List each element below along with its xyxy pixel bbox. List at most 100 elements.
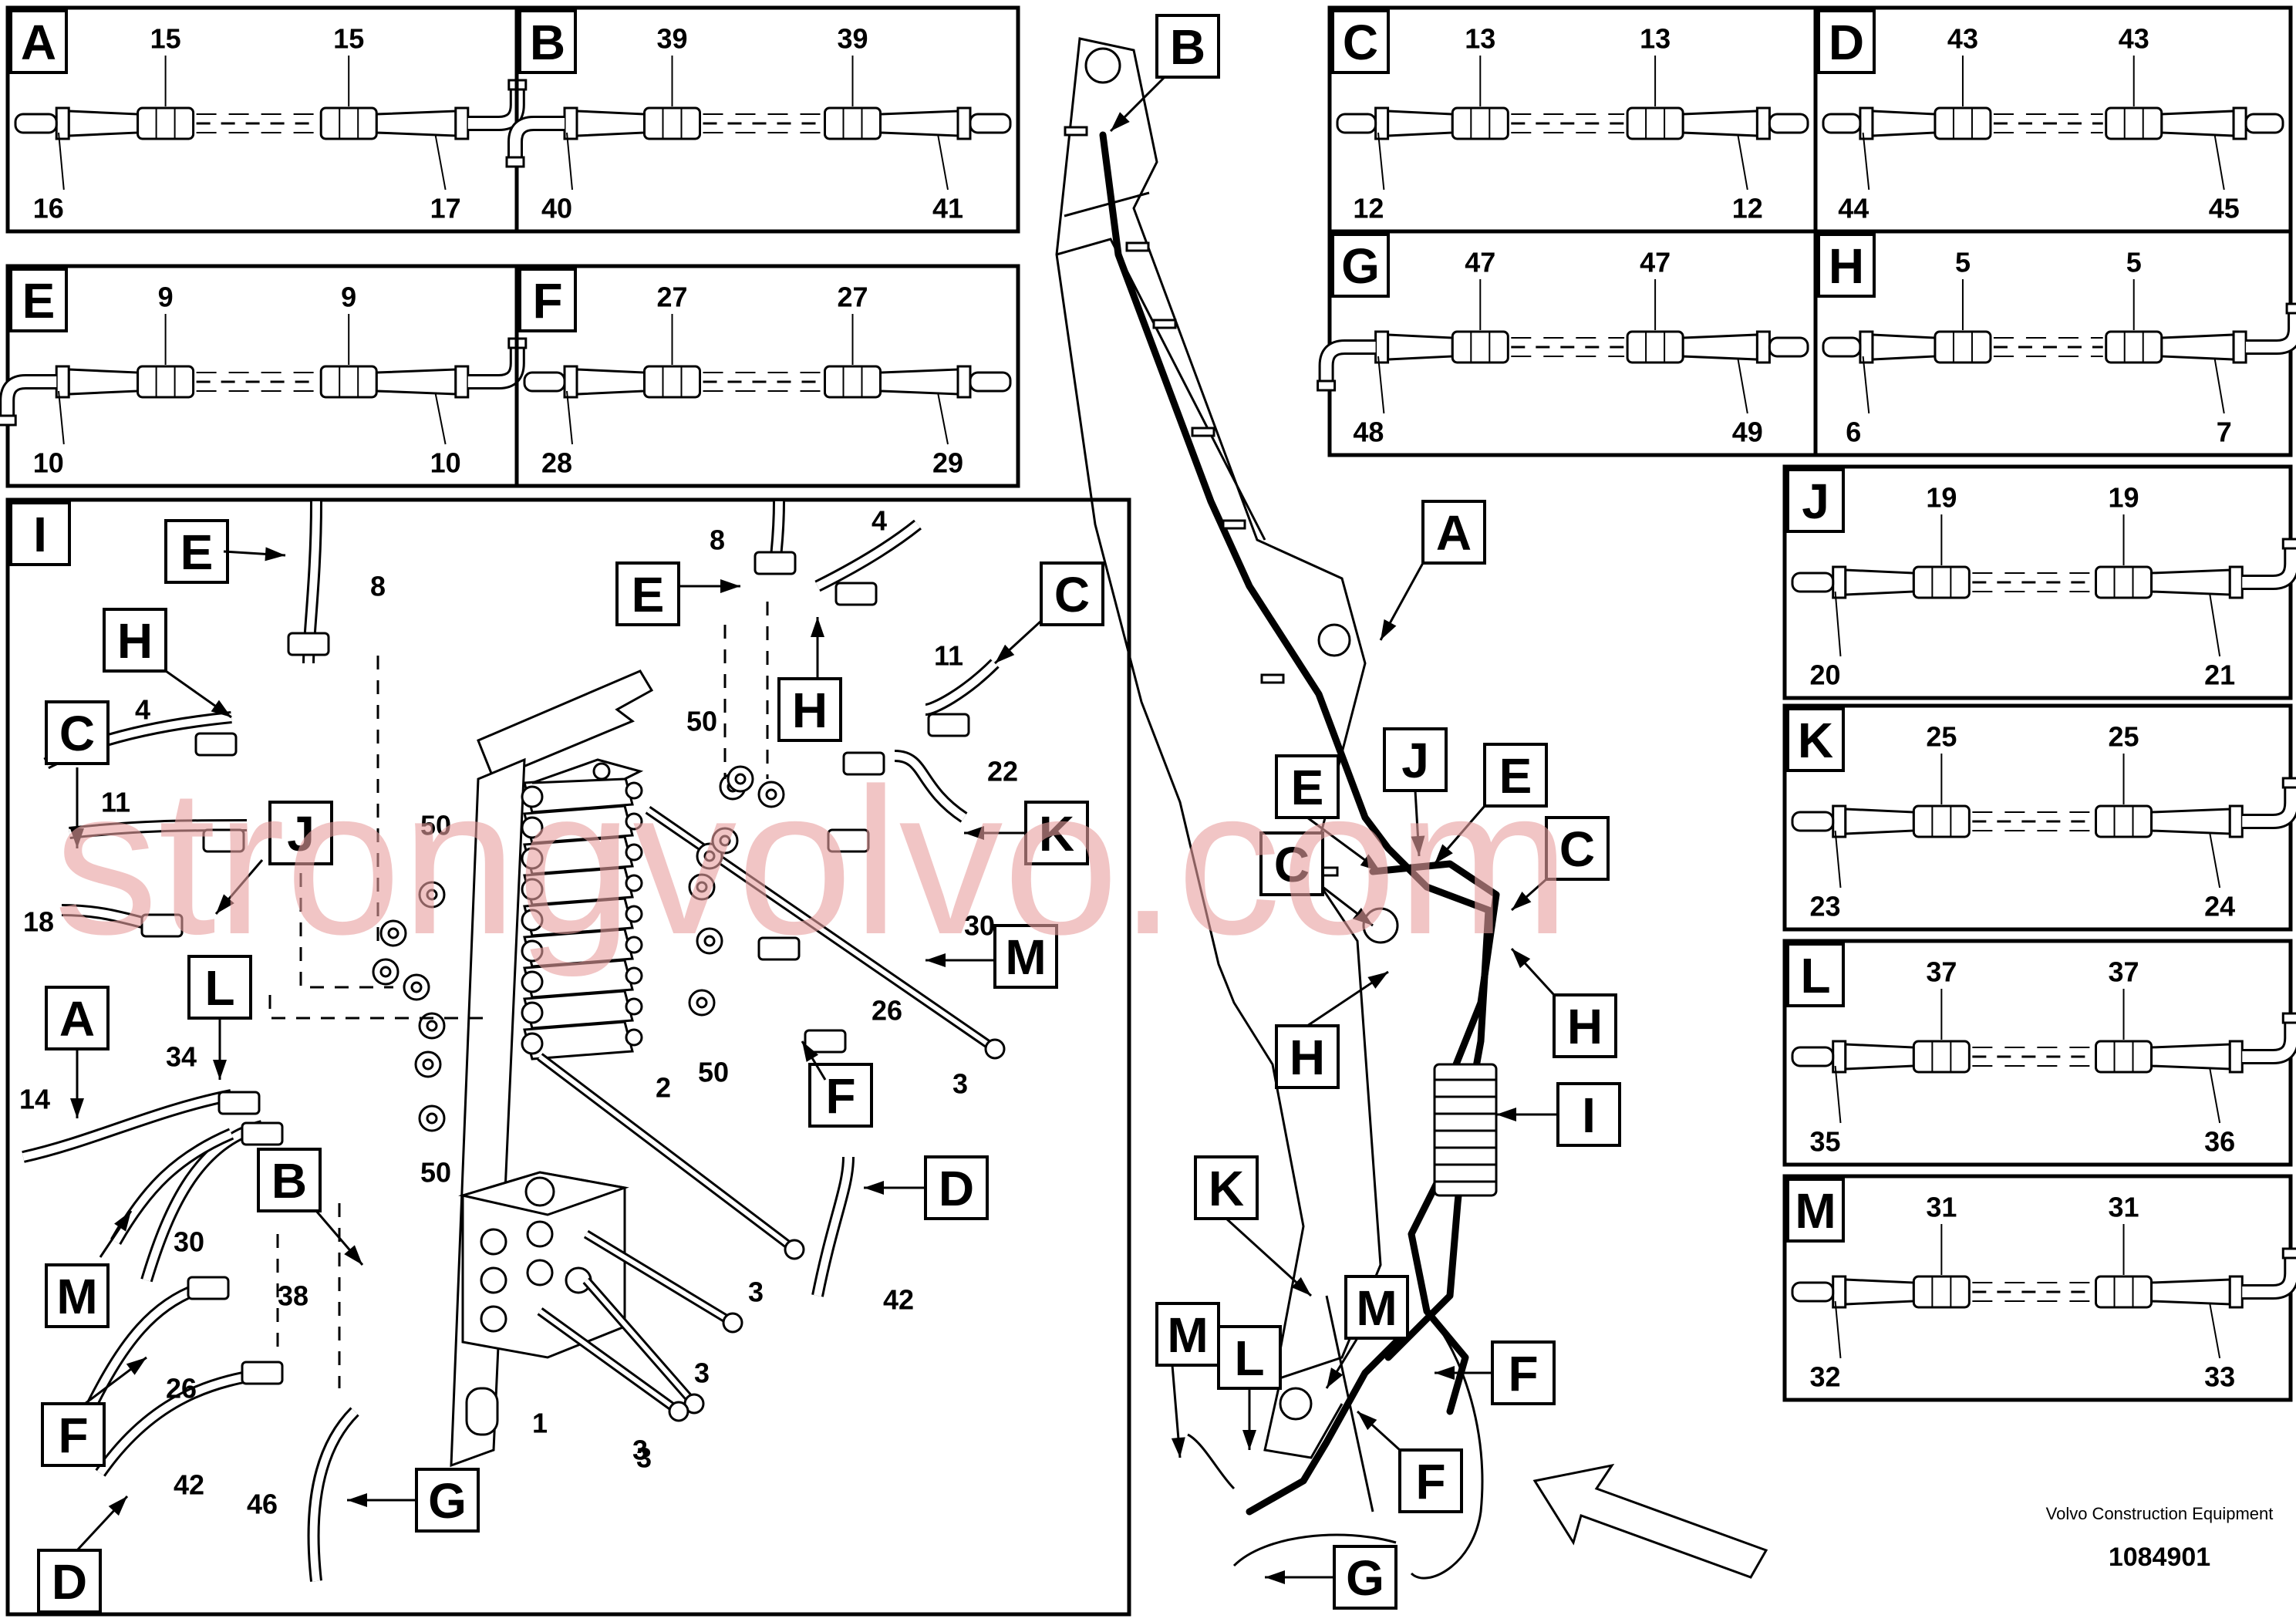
callout-tag-letter: M [56,1269,97,1324]
hose-clamp [1064,126,1088,137]
part-number-43: 43 [2119,23,2149,55]
label-leader [1834,1065,1842,1124]
elbow-fill [2242,1255,2296,1297]
part-number-50: 50 [698,1057,729,1088]
part-number-17: 17 [430,193,461,224]
callout-tag-box [1553,993,1617,1058]
leader-arrow [1381,619,1397,640]
leader-arrow [1327,1367,1344,1388]
callout-tag-E: E [1275,754,1340,819]
part-number-28: 28 [541,447,572,479]
leader-arrow [216,894,234,914]
hose-clamp [1222,519,1246,530]
lower-block-port [526,1220,554,1248]
view-direction-arrow [1532,1463,1768,1579]
label-leader [937,133,949,191]
leader-arrow [995,644,1015,663]
end-collar-right [2228,1275,2244,1309]
callout-tag-E: E [164,519,229,584]
coupling-nut [643,106,701,140]
leader-arrow [114,1211,131,1232]
callout-tag-letter: F [532,273,562,329]
hose-fitting [927,713,970,737]
callout-tag-A: A [45,986,110,1050]
callout-tag-letter: J [287,806,315,862]
bolt-shank-fill [585,1232,734,1325]
callout-tag-F: F [1398,1448,1463,1513]
coupling-nut [824,106,882,140]
callout-tag-box [1331,233,1390,298]
bolt-shank-fill [538,1054,796,1252]
valve-port-right [625,874,643,892]
callout-tag-F: F [808,1063,873,1128]
coupling-nut [319,365,378,399]
end-tube-left [523,371,566,393]
callout-tag-F: F [41,1402,106,1467]
label-leader [1377,132,1385,191]
callout-tag-box [1483,743,1548,808]
coupling-nut [1912,565,1971,599]
callout-tag-M: M [993,924,1058,989]
hose-sleeve-left [1387,110,1454,137]
hose-fitting [804,1029,847,1054]
hose-assembly [523,365,1012,399]
washer-hole [426,889,438,901]
hose-fill [925,660,998,713]
washer-hole [410,981,423,993]
washer-hole [379,966,392,978]
label-leader [937,392,949,445]
part-number-46: 46 [247,1489,278,1520]
valve-port [521,878,544,901]
callout-tag-letter: M [1356,1280,1397,1336]
part-number-3: 3 [952,1068,968,1100]
elbow-fill [2,376,57,419]
callout-tag-L: L [187,955,252,1020]
coupling-nut [137,106,195,140]
callout-tag-letter: L [1234,1330,1264,1386]
label-leader [434,392,447,445]
part-number-34: 34 [166,1041,197,1073]
bolt-shank-fill [538,1309,680,1414]
valve-port-right [625,905,643,923]
hose-fitting [241,1121,284,1146]
end-collar-right [1755,106,1771,140]
leader-arrow [1357,1411,1377,1431]
valve-port [521,847,544,870]
coupling-nut [2095,1040,2153,1074]
end-collar-right [2232,330,2247,364]
hose-fitting [194,732,238,757]
coupling-nut [1912,1275,1971,1309]
part-number-10: 10 [430,447,461,479]
coupling-nut [1912,1040,1971,1074]
part-number-13: 13 [1640,23,1671,55]
end-collar-left [1374,330,1390,364]
part-number-6: 6 [1846,416,1861,448]
callout-tag-I: I [1556,1082,1621,1147]
callout-tag-H: H [1817,233,1876,298]
part-number-47: 47 [1640,247,1671,278]
callout-tag-letter: D [1829,15,1864,70]
boom-rib [1064,191,1150,218]
hose-clamp [1191,427,1215,437]
label-leader [1862,356,1870,414]
callout-tag-D: D [924,1155,989,1220]
callout-tag-D: D [1817,9,1876,74]
callout-tag-letter: L [1800,948,1830,1003]
hose-assembly [0,337,528,427]
callout-tag-D: D [37,1549,102,1614]
hose-fitting [834,582,878,606]
elbow-fill [1320,342,1376,384]
bolt-shank-fill [584,1279,696,1405]
part-number-3: 3 [694,1357,710,1389]
label-leader [1737,357,1748,414]
part-number-50: 50 [686,706,717,737]
boom-foot [1263,1380,1344,1459]
part-number-14: 14 [19,1084,50,1115]
label-leader [566,132,573,191]
leader-arrow [1360,854,1381,872]
part-number-37: 37 [1926,956,1957,988]
callout-tag-E: E [1483,743,1548,808]
coupling-nut [2105,330,2163,364]
part-number-35: 35 [1809,1126,1840,1158]
bracket-slot [465,1387,499,1436]
